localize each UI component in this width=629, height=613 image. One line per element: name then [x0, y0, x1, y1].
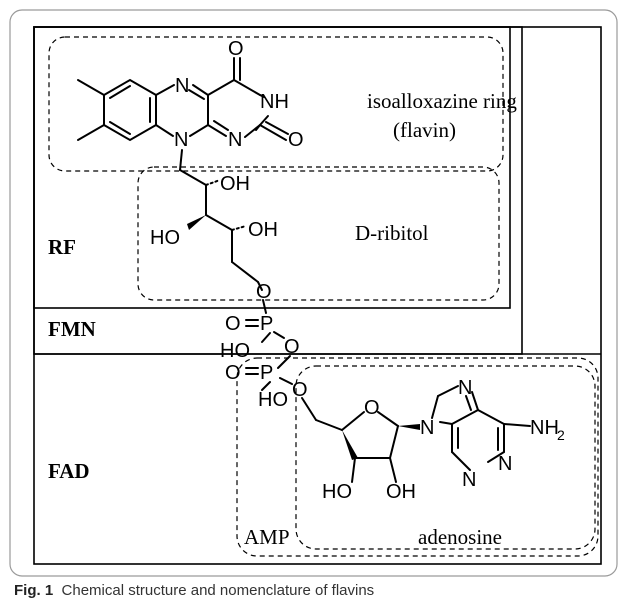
atom-nh3: NH — [260, 91, 289, 113]
amp-label: AMP — [244, 525, 290, 549]
atom-p2: P — [260, 362, 273, 384]
atom-ho-ribose: HO — [322, 481, 352, 503]
figure-caption: Fig. 1 Chemical structure and nomenclatu… — [14, 582, 614, 599]
atom-o-bridge: O — [284, 336, 300, 358]
rf-box — [33, 26, 511, 309]
atom-n10: N — [174, 129, 188, 151]
isoalloxazine-bonds — [77, 57, 289, 171]
adenosine-label: adenosine — [418, 525, 502, 549]
fad-label: FAD — [48, 459, 90, 483]
isoalloxazine-label: isoalloxazine ring — [367, 89, 517, 113]
outer-frame — [9, 9, 618, 577]
atom-n1-adenine: N — [498, 453, 512, 475]
atom-o4: O — [228, 38, 244, 60]
atom-oh-ribose: OH — [386, 481, 416, 503]
fmn-box — [33, 26, 523, 355]
atom-nh2: NH — [530, 417, 559, 439]
atom-o2: O — [288, 129, 304, 151]
atom-oh-ribitol-2: OH — [248, 219, 278, 241]
atom-o-p2-double: O — [225, 362, 241, 384]
adenosine-outline — [295, 365, 596, 550]
flavin-label: (flavin) — [393, 118, 456, 142]
adenosine-bonds — [301, 385, 531, 483]
caption-text: Chemical structure and nomenclature of f… — [61, 582, 375, 599]
atom-n5: N — [175, 75, 189, 97]
atom-o-ribose: O — [364, 397, 380, 419]
atom-nh2-subscript: 2 — [557, 427, 565, 443]
atom-p1: P — [260, 313, 273, 335]
phosphate-bonds — [245, 299, 293, 391]
atom-oh-ribitol-1: OH — [220, 173, 250, 195]
caption-fig-number: Fig. 1 — [14, 582, 54, 599]
atom-n1: N — [228, 129, 242, 151]
atom-o-ribitol: O — [256, 281, 272, 303]
ribitol-bonds — [179, 169, 263, 291]
atom-ho-p1: HO — [220, 340, 250, 362]
rf-label: RF — [48, 235, 76, 259]
amp-outline — [236, 357, 599, 557]
atom-n9: N — [420, 417, 434, 439]
fmn-label: FMN — [48, 317, 96, 341]
ribitol-outline — [137, 166, 500, 301]
atom-n7: N — [458, 377, 472, 399]
atom-ho-p2: HO — [258, 389, 288, 411]
isoalloxazine-outline — [48, 36, 504, 172]
atom-ho-ribitol: HO — [150, 227, 180, 249]
atom-n3-adenine: N — [462, 469, 476, 491]
ribitol-label: D-ribitol — [355, 221, 429, 245]
atom-o-p2-ester: O — [292, 379, 308, 401]
atom-o-p1-double: O — [225, 313, 241, 335]
